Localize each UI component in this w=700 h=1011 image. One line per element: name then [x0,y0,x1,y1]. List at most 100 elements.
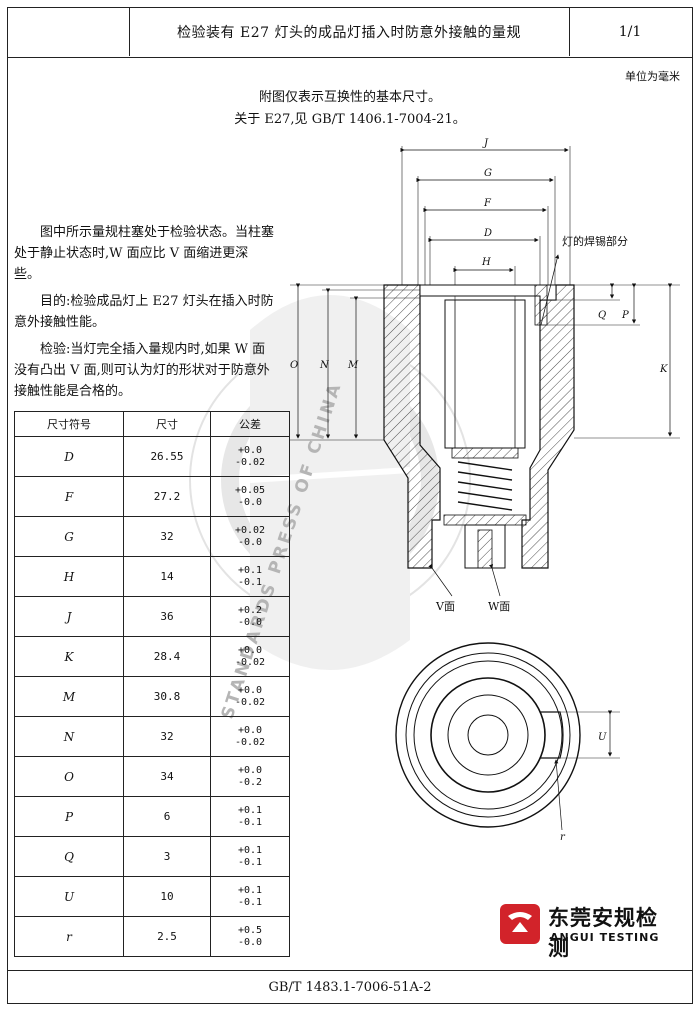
cell-size: 6 [123,796,211,837]
tolerance-upper: +0.0 [237,444,263,456]
dim-label-r: r [560,832,566,843]
spring [457,461,513,511]
header-symbol: 尺寸符号 [14,411,124,437]
v-face-label: V面 [435,600,455,613]
tolerance-upper: +0.1 [237,564,263,576]
dim-label-n: N [319,360,330,371]
tolerance-upper: +0.1 [237,804,263,816]
cell-symbol: D [14,436,124,477]
cell-size: 2.5 [123,916,211,957]
cell-tolerance: +0.05-0.0 [210,476,290,517]
cell-symbol: Q [14,836,124,877]
cell-size: 30.8 [123,676,211,717]
tolerance-upper: +0.2 [237,604,263,616]
cell-size: 27.2 [123,476,211,517]
header-tolerance: 公差 [210,411,290,437]
cell-tolerance: +0.0-0.02 [210,676,290,717]
cell-symbol: r [14,916,124,957]
dim-label-p: P [621,310,629,321]
cell-size: 32 [123,516,211,557]
dim-label-h: H [481,257,491,268]
page-number: 1/1 [618,23,642,40]
intro-line-1: 附图仅表示互换性的基本尺寸。 [258,90,441,105]
dim-label-u: U [598,732,607,743]
solder-label: 灯的焊锡部分 [562,234,628,248]
description-paragraph-1: 图中所示量规柱塞处于检验状态。当柱塞处于静止状态时,W 面应比 V 面缩进更深些… [14,225,275,282]
intro-line-2: 关于 E27,见 GB/T 1406.1-7004-21。 [234,112,466,127]
dim-label-g: G [484,168,492,179]
cell-symbol: J [14,596,124,637]
tolerance-upper: +0.02 [234,524,266,536]
dim-label-k: K [659,364,668,375]
dim-label-q: Q [598,310,606,321]
description-paragraph-3: 检验:当灯完全插入量规内时,如果 W 面没有凸出 V 面,则可认为灯的形状对于防… [14,342,270,399]
cell-symbol: M [14,676,124,717]
cell-size: 26.55 [123,436,211,477]
dim-label-j: J [482,138,489,149]
cell-symbol: F [14,476,124,517]
cell-tolerance: +0.0-0.02 [210,636,290,677]
table-header-row: 尺寸符号 尺寸 公差 [14,411,290,437]
tolerance-lower: -0.0 [237,616,263,628]
cell-tolerance: +0.5-0.0 [210,916,290,957]
dim-label-o: O [290,360,298,371]
tolerance-upper: +0.1 [237,844,263,856]
tolerance-lower: -0.1 [237,816,263,828]
header-size: 尺寸 [123,411,211,437]
tolerance-lower: -0.02 [234,456,266,468]
cell-symbol: K [14,636,124,677]
tolerance-upper: +0.0 [237,764,263,776]
tolerance-lower: -0.02 [234,736,266,748]
gauge-body-right [521,284,575,569]
header: 检验装有 E27 灯头的成品灯插入时防意外接触的量规 1/1 [7,7,693,58]
cell-size: 28.4 [123,636,211,677]
tolerance-upper: +0.0 [237,724,263,736]
plan-view [395,642,581,828]
tolerance-upper: +0.5 [237,924,263,936]
cell-tolerance: +0.1-0.1 [210,796,290,837]
description-paragraph-2: 目的:检验成品灯上 E27 灯头在插入时防意外接触性能。 [14,294,274,330]
tolerance-lower: -0.2 [237,776,263,788]
unit-note: 单位为毫米 [625,70,680,83]
cell-symbol: P [14,796,124,837]
cell-tolerance: +0.1-0.1 [210,876,290,917]
cell-size: 3 [123,836,211,877]
cell-symbol: G [14,516,124,557]
gauge-drawing: J G F D H 灯的焊锡部分 O N M [290,138,680,843]
cell-symbol: O [14,756,124,797]
logo-mark-icon [500,904,540,944]
tolerance-lower: -0.02 [234,696,266,708]
tolerance-lower: -0.1 [237,856,263,868]
company-logo: 东莞安规检测 ANGUI TESTING [498,902,678,960]
cell-tolerance: +0.0-0.2 [210,756,290,797]
cell-size: 36 [123,596,211,637]
footer-standard-number: GB/T 1483.1-7006-51A-2 [7,970,693,1004]
cell-symbol: U [14,876,124,917]
header-blank-cell [7,7,130,56]
tolerance-lower: -0.0 [237,936,263,948]
logo-english-text: ANGUI TESTING [550,931,660,944]
dim-label-d: D [483,228,492,239]
gauge-body-left [383,284,441,569]
tolerance-lower: -0.1 [237,896,263,908]
cell-tolerance: +0.0-0.02 [210,716,290,757]
cell-tolerance: +0.2-0.0 [210,596,290,637]
tolerance-upper: +0.1 [237,884,263,896]
document-title: 检验装有 E27 灯头的成品灯插入时防意外接触的量规 [129,7,570,56]
cell-tolerance: +0.0-0.02 [210,436,290,477]
dim-label-f: F [483,198,492,209]
tolerance-lower: -0.0 [237,536,263,548]
tolerance-upper: +0.05 [234,484,266,496]
cell-symbol: H [14,556,124,597]
